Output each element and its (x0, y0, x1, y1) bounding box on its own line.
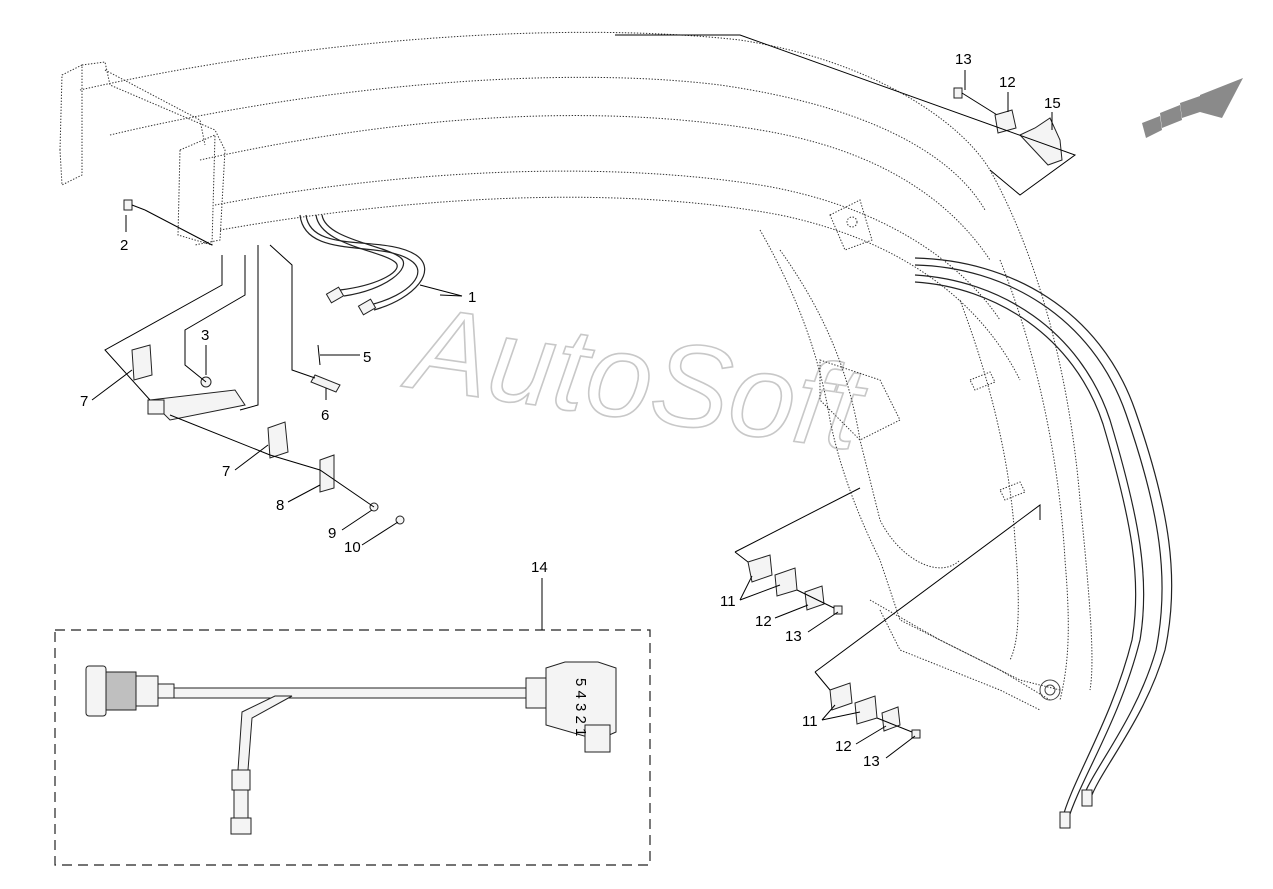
clip-15 (1019, 117, 1063, 166)
rect-connector-boot (525, 677, 547, 709)
callout-1: 1 (468, 289, 476, 306)
callout-10: 10 (344, 539, 361, 556)
callout-leaders (91, 70, 1053, 759)
branch-connector-body (233, 789, 249, 821)
pin-6 (310, 374, 341, 393)
callout-2: 2 (120, 237, 128, 254)
plate-12 (881, 706, 901, 732)
round-connector (85, 665, 107, 717)
sensor-end (147, 399, 165, 415)
callout-8: 8 (276, 497, 284, 514)
callout-7-upper: 7 (80, 393, 88, 410)
callout-11-middle: 11 (720, 593, 736, 610)
hydraulic-hoses (299, 214, 1173, 829)
main-cable (173, 687, 527, 699)
callout-numbers: 1 2 3 5 6 7 7 8 9 10 13 12 15 11 12 13 1… (80, 51, 1061, 770)
screw-13 (833, 605, 843, 615)
bolt-2 (123, 199, 133, 211)
callout-5: 5 (363, 349, 371, 366)
clamp-7-lower (267, 421, 289, 459)
watermark: AutoSoft (397, 281, 874, 476)
cable-boot (157, 683, 175, 699)
clamp-7-upper (131, 344, 153, 381)
fender-assembly (59, 31, 1093, 711)
branch-connector (231, 769, 251, 791)
clip-cluster-lower (814, 504, 1041, 739)
hose-fitting (1059, 811, 1071, 829)
callout-9: 9 (328, 525, 336, 542)
callout-12-lower: 12 (835, 738, 852, 755)
clip-11 (829, 682, 853, 711)
clip-cluster-middle (734, 487, 861, 615)
callout-14: 14 (531, 559, 548, 576)
plate-8 (319, 454, 335, 493)
hose-fitting (1081, 789, 1093, 807)
round-connector-nut (135, 675, 159, 707)
direction-arrow-icon (1142, 78, 1243, 138)
callout-6: 6 (321, 407, 329, 424)
callout-3: 3 (201, 327, 209, 344)
round-connector-body (105, 671, 137, 711)
left-parts-cluster (104, 199, 405, 525)
screw-13 (953, 87, 963, 99)
callout-13-top: 13 (955, 51, 972, 68)
connector-pin-labels: 5 4 3 2 1 (572, 678, 589, 736)
callout-11-lower: 11 (802, 713, 818, 730)
rect-connector-latch (584, 724, 611, 753)
clip-11 (774, 567, 798, 597)
hose-fitting (325, 286, 345, 304)
callout-13-lower: 13 (863, 753, 880, 770)
callout-12-top: 12 (999, 74, 1016, 91)
callout-13-middle: 13 (785, 628, 802, 645)
screw-13 (911, 729, 921, 739)
plate-12 (994, 109, 1017, 134)
clip-11 (747, 554, 773, 583)
rect-connector-body (545, 661, 617, 741)
top-right-cluster (615, 34, 1077, 196)
branch-connector-end (230, 817, 252, 835)
clip-11 (854, 695, 878, 725)
hose-fitting (357, 298, 377, 316)
detail-box-wiring-harness: 5 4 3 2 1 (54, 578, 651, 866)
callout-15: 15 (1044, 95, 1061, 112)
callout-12-middle: 12 (755, 613, 772, 630)
callout-7-lower: 7 (222, 463, 230, 480)
branch-cable (237, 695, 293, 771)
